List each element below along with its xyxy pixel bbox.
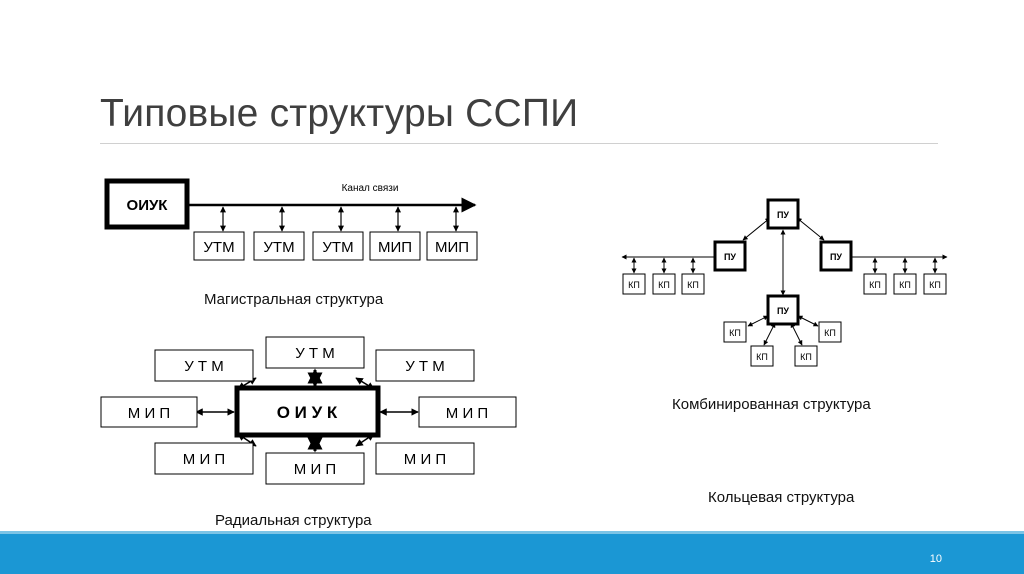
svg-text:УТМ: УТМ: [203, 239, 234, 256]
svg-text:КП: КП: [628, 280, 640, 290]
radial-node: М И П: [418, 396, 517, 428]
kp-box: КП: [681, 273, 705, 295]
kp-box: КП: [723, 321, 747, 343]
svg-text:ПУ: ПУ: [830, 252, 842, 262]
radial-node: У Т М: [154, 349, 254, 382]
svg-text:КП: КП: [658, 280, 670, 290]
svg-text:КП: КП: [756, 352, 768, 362]
svg-text:М И П: М И П: [294, 461, 336, 478]
trunk-channel-label: Канал связи: [342, 183, 399, 194]
kp-box: КП: [750, 345, 774, 367]
svg-text:МИП: МИП: [435, 239, 469, 256]
kp-box: КП: [652, 273, 676, 295]
svg-text:КП: КП: [687, 280, 699, 290]
kp-box: КП: [794, 345, 818, 367]
radial-hub-box: [234, 385, 381, 438]
footer-bar: [0, 531, 1024, 574]
svg-text:КП: КП: [800, 352, 812, 362]
pu-bottom: ПУ: [766, 294, 800, 326]
slide-title: Типовые структуры ССПИ: [100, 92, 579, 135]
svg-text:КП: КП: [899, 280, 911, 290]
trunk-hub-label: ОИУК: [127, 197, 169, 214]
kp-box: КП: [893, 273, 917, 295]
caption-ring: Кольцевая структура: [708, 489, 855, 506]
trunk-node: МИП: [426, 206, 478, 261]
radial-node: М И П: [265, 452, 365, 485]
svg-text:КП: КП: [929, 280, 941, 290]
radial-node: М И П: [375, 442, 475, 475]
radial-node: М И П: [154, 442, 254, 475]
kp-box: КП: [923, 273, 947, 295]
svg-text:УТМ: УТМ: [322, 239, 353, 256]
page-number: 10: [929, 553, 942, 565]
trunk-node: УТМ: [312, 206, 364, 261]
svg-text:М И П: М И П: [446, 405, 488, 422]
footer-accent-line: [0, 531, 1024, 534]
pu-right: ПУ: [819, 240, 853, 272]
caption-trunk: Магистральная структура: [204, 291, 384, 308]
svg-text:М И П: М И П: [404, 451, 446, 468]
svg-text:ПУ: ПУ: [777, 210, 789, 220]
radial-hub-label: О И У К: [277, 403, 338, 422]
trunk-node: МИП: [369, 206, 421, 261]
svg-text:КП: КП: [869, 280, 881, 290]
caption-combined: Комбинированная структура: [672, 396, 871, 413]
radial-node: У Т М: [265, 336, 365, 369]
trunk-node: УТМ: [253, 206, 305, 261]
combined-diagram: ПУ ПУ ПУ ПУ КП КП КП КП КП КП КП КП КП К…: [621, 198, 948, 367]
radial-node: М И П: [100, 396, 198, 428]
trunk-node: УТМ: [193, 206, 245, 261]
radial-diagram: О И У К У Т М У Т М У Т М М И П М И П М …: [100, 336, 517, 485]
kp-box: КП: [622, 273, 646, 295]
svg-text:МИП: МИП: [378, 239, 412, 256]
pu-center: ПУ: [766, 198, 800, 230]
svg-text:КП: КП: [824, 328, 836, 338]
caption-radial: Радиальная структура: [215, 512, 372, 529]
svg-text:УТМ: УТМ: [263, 239, 294, 256]
svg-text:У Т М: У Т М: [295, 345, 335, 362]
title-divider: [100, 143, 938, 144]
svg-text:ПУ: ПУ: [777, 306, 789, 316]
trunk-hub-box: [104, 178, 190, 230]
svg-text:М И П: М И П: [183, 451, 225, 468]
svg-text:КП: КП: [729, 328, 741, 338]
kp-box: КП: [863, 273, 887, 295]
svg-text:ПУ: ПУ: [724, 252, 736, 262]
pu-left: ПУ: [713, 240, 747, 272]
kp-box: КП: [818, 321, 842, 343]
svg-text:У Т М: У Т М: [184, 358, 224, 375]
svg-text:М И П: М И П: [128, 405, 170, 422]
trunk-diagram: ОИУК Канал связи УТМ УТМ УТМ МИП МИП: [104, 178, 478, 261]
radial-node: У Т М: [375, 349, 475, 382]
svg-text:У Т М: У Т М: [405, 358, 445, 375]
